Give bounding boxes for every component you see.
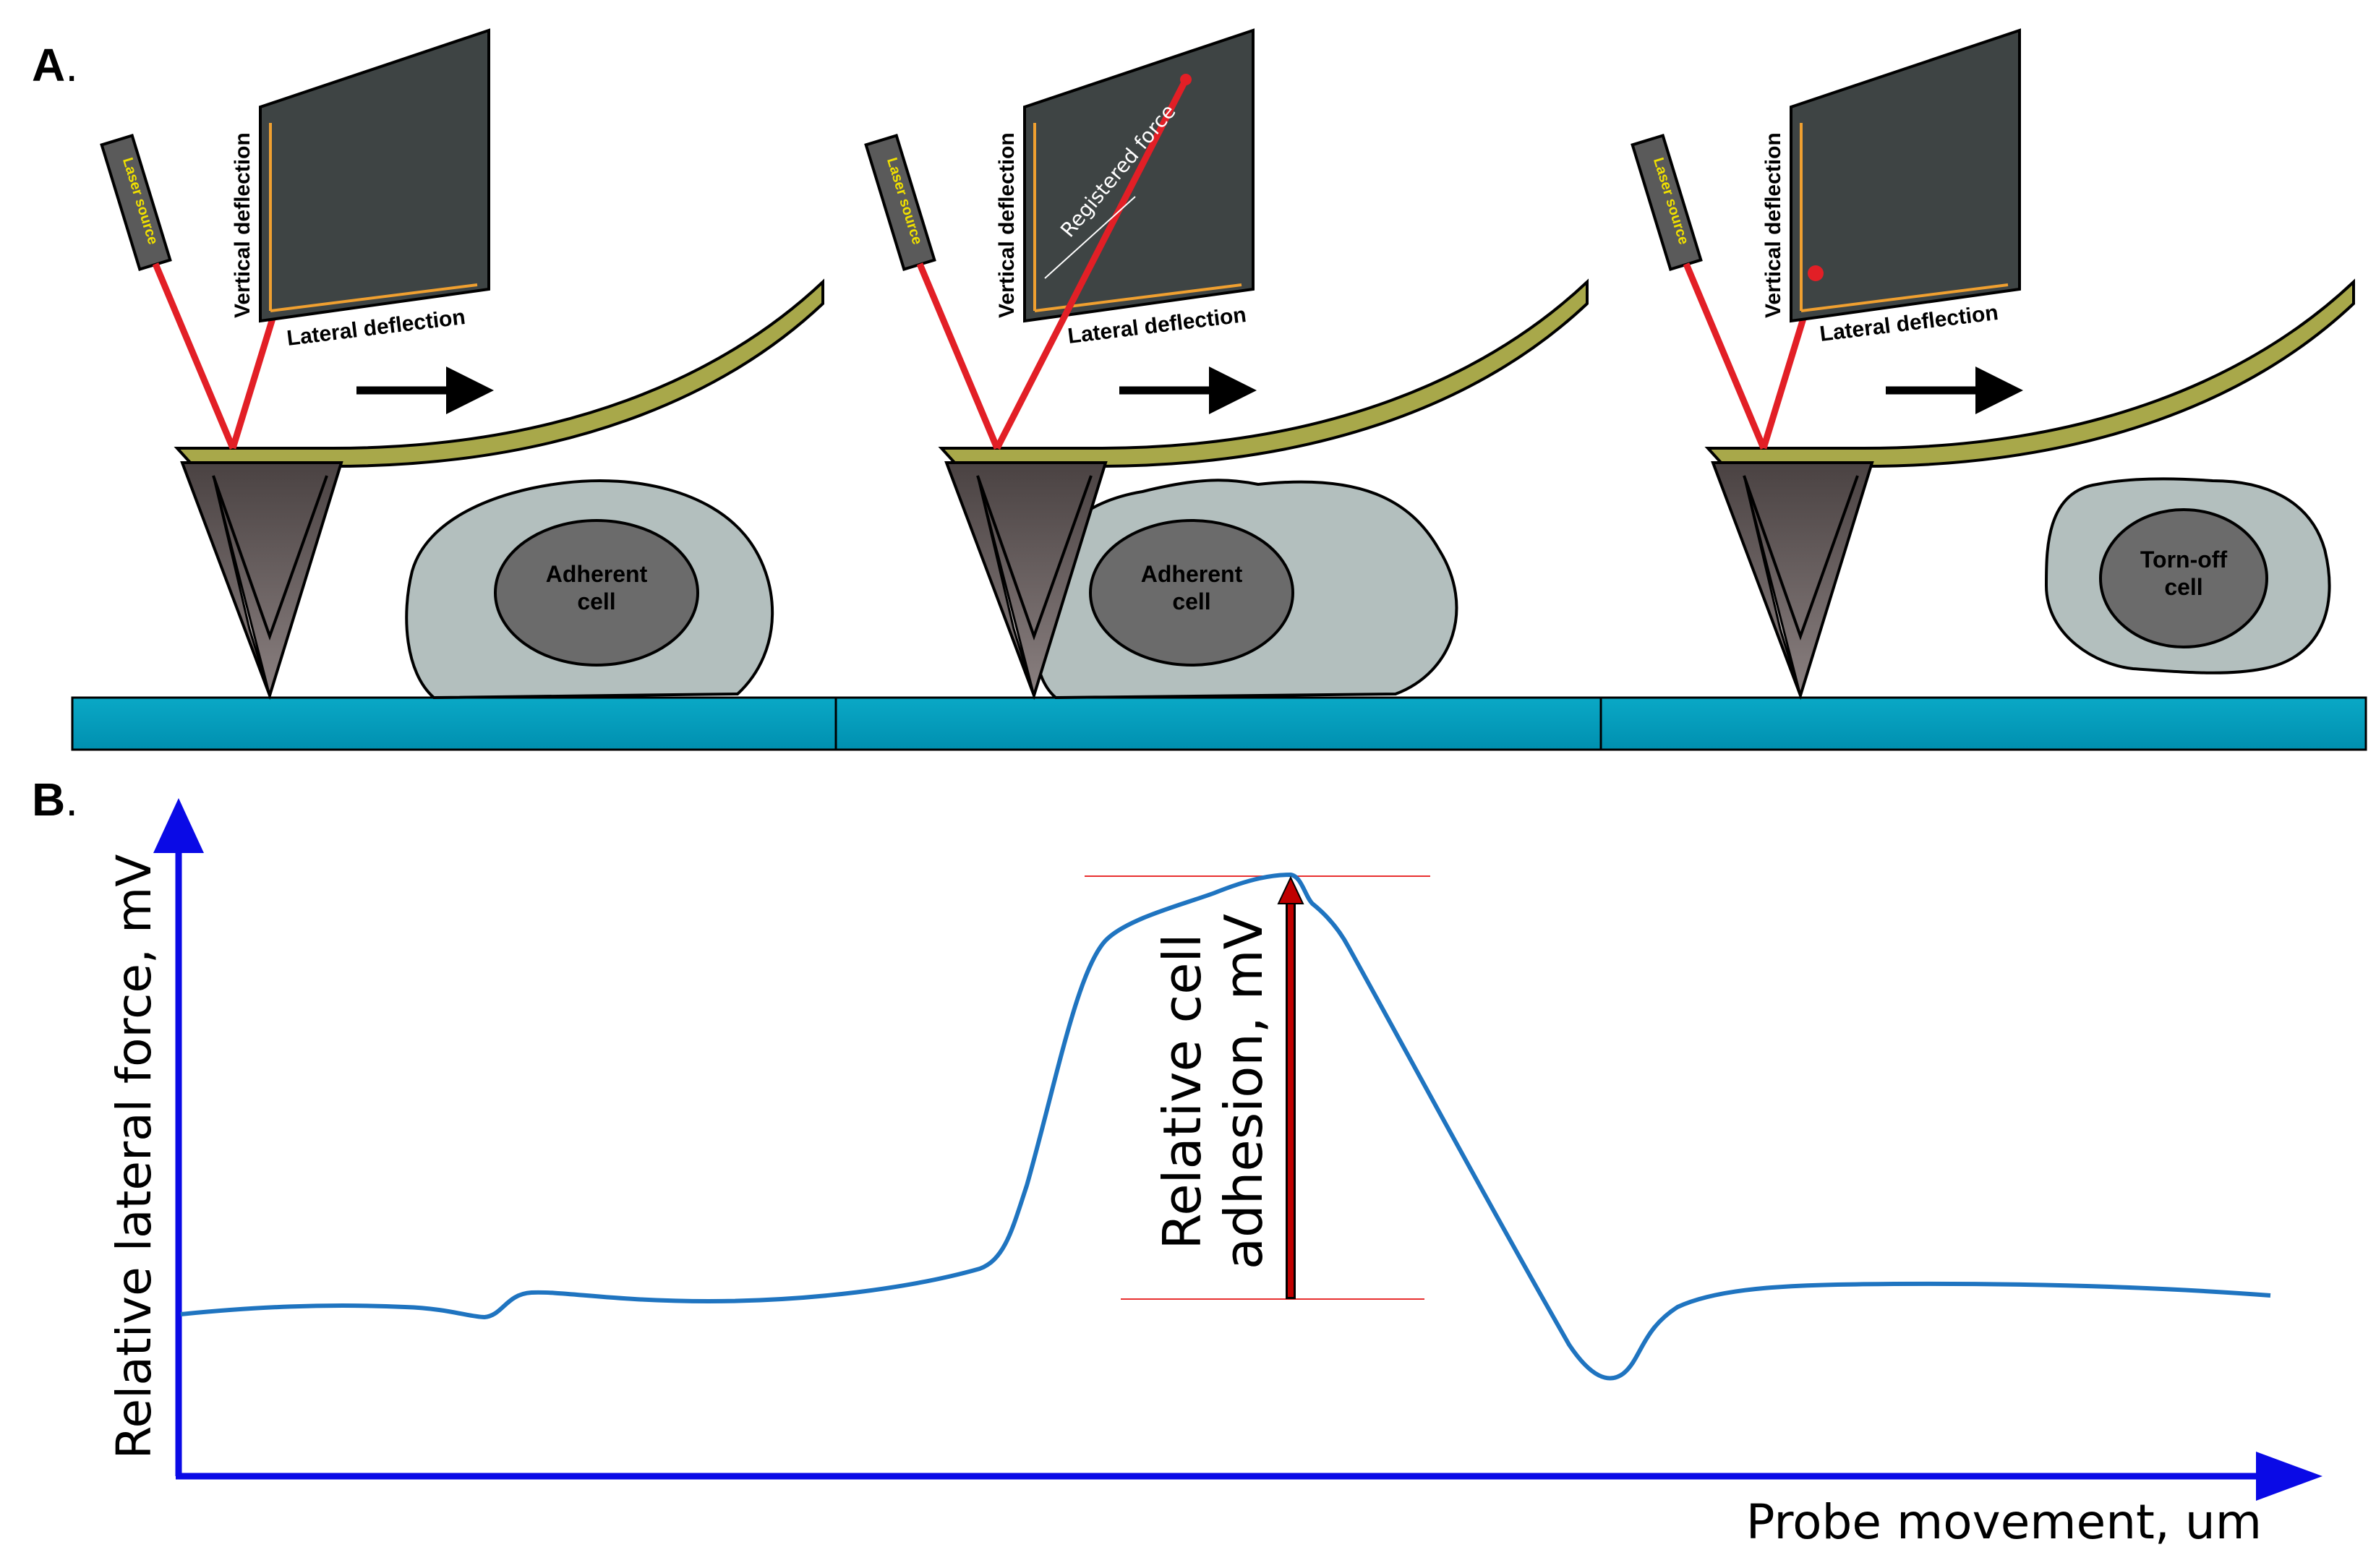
- x-axis-label: Probe movement, um: [1746, 1494, 2262, 1550]
- cell-label: Adherent: [546, 561, 648, 587]
- y-axis-label: Relative lateral force, mV: [106, 854, 162, 1460]
- afm-tip-facet: [976, 475, 1035, 696]
- substrate-segment-3: [1599, 696, 2367, 751]
- detector-panel: [1790, 28, 2021, 323]
- afm-tip: [1711, 461, 1874, 701]
- panel-a-label: A.: [32, 39, 78, 91]
- afm-tip-inner: [212, 475, 328, 641]
- laser-beam-incident: [916, 262, 1001, 450]
- substrate-segment-2: [834, 696, 1602, 751]
- adhesion-label: Relative cell: [1152, 933, 1213, 1249]
- cantilever: [1704, 278, 2355, 468]
- vertical-deflection-label: Vertical deflection: [1761, 132, 1785, 318]
- cell-nucleus: [2099, 508, 2268, 648]
- substrate-segment-1: [71, 696, 837, 751]
- afm-panel-3: Torn-off cell Laser source Vertical defl…: [1631, 28, 2355, 701]
- panel-b: B. Relative lateral force, mV Probe move…: [32, 774, 2322, 1550]
- cantilever: [938, 278, 1589, 468]
- substrate: [71, 696, 2367, 751]
- afm-tip-inner: [1743, 475, 1859, 641]
- laser-beam-incident: [1683, 262, 1767, 450]
- y-axis-arrowhead: [153, 798, 204, 853]
- registered-force-underline: [1044, 196, 1136, 279]
- adhesion-label-2: adhesion, mV: [1213, 914, 1274, 1269]
- afm-tip-inner: [976, 475, 1093, 641]
- afm-tip: [944, 461, 1108, 701]
- laser-beam-incident: [152, 262, 236, 450]
- laser-spot: [1808, 265, 1824, 281]
- panel-a: A. Adherent cell Laser source: [32, 28, 2367, 751]
- detector-panel: [259, 28, 490, 323]
- laser-source: Laser source: [100, 134, 172, 271]
- laser-spot: [1180, 74, 1192, 85]
- lateral-force-curve: [180, 872, 2271, 1381]
- laser-source: Laser source: [864, 134, 936, 271]
- cell-label: Torn-off: [2140, 547, 2228, 573]
- cell-nucleus: [494, 519, 699, 667]
- laser-source: Laser source: [1631, 134, 1703, 271]
- cantilever: [174, 278, 824, 468]
- afm-tip-facet: [1743, 475, 1802, 696]
- vertical-deflection-label: Vertical deflection: [995, 132, 1019, 318]
- cell-label-2: cell: [1172, 588, 1210, 614]
- x-axis-arrowhead: [2256, 1452, 2322, 1501]
- afm-panel-1: Adherent cell Laser source Vertical defl…: [100, 28, 824, 701]
- afm-panel-2: Adherent cell Laser source Registered fo…: [864, 28, 1589, 701]
- cell-label-2: cell: [577, 588, 615, 614]
- cell-nucleus: [1089, 519, 1294, 667]
- detector-lateral-trace: [1800, 283, 2009, 312]
- panel-b-label: B.: [32, 774, 78, 826]
- vertical-deflection-label: Vertical deflection: [231, 132, 255, 318]
- laser-beam-reflected: [993, 77, 1189, 450]
- adhesion-arrowhead: [1277, 875, 1304, 904]
- afm-tip-facet: [212, 475, 271, 696]
- afm-tip: [180, 461, 343, 701]
- detector-lateral-trace: [270, 283, 478, 312]
- cell-label: Adherent: [1141, 561, 1243, 587]
- cell-label-2: cell: [2164, 574, 2202, 600]
